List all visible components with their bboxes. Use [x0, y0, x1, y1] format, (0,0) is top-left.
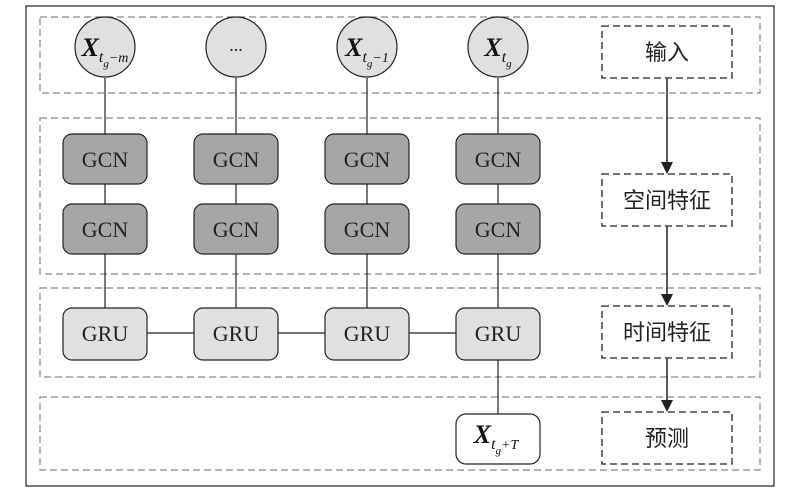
svg-text:Xtg−1: Xtg−1 [344, 33, 389, 70]
input-node-1 [74, 16, 136, 78]
gru-label: GRU [82, 321, 129, 346]
svg-text:Xtg+T: Xtg+T [473, 420, 520, 457]
svg-text:Xtg: Xtg [483, 33, 512, 70]
gru-node [193, 307, 279, 361]
stage-arrows [661, 78, 673, 412]
input-1-var: X [81, 33, 100, 62]
input-4-var: X [483, 33, 502, 62]
gcn-label: GCN [344, 217, 391, 242]
input-3-var: X [344, 33, 363, 62]
input-3-sub2: g [367, 58, 373, 70]
stage-label-input: 输入 [645, 41, 689, 66]
temporal-layer-band [39, 287, 761, 378]
input-node-3 [336, 16, 398, 78]
output-sub1: t [491, 436, 496, 453]
output-box [455, 413, 541, 465]
input-1-sub1: t [99, 49, 104, 66]
column-connectors [104, 78, 499, 415]
input-ellipsis-text: ... [229, 35, 243, 55]
stage-box-predict [601, 411, 733, 465]
gcn-node [324, 203, 410, 255]
stage-label-spatial: 空间特征 [623, 189, 711, 214]
input-4-sub1: t [502, 49, 507, 66]
gcn-row-2: GCN GCN GCN GCN [62, 203, 541, 255]
input-4-sub2: g [506, 58, 512, 70]
gru-node [62, 307, 148, 361]
gcn-label: GCN [82, 147, 129, 172]
input-layer-band [39, 16, 761, 94]
arrow-head-icon [661, 400, 673, 412]
input-node-4 [467, 16, 529, 78]
input-nodes: Xtg−m ... Xtg−1 Xtg [74, 16, 529, 78]
gru-node [455, 307, 541, 361]
gcn-node [324, 133, 410, 185]
gcn-label: GCN [344, 147, 391, 172]
gcn-node [62, 203, 148, 255]
output-node: Xtg+T [455, 413, 541, 465]
output-var: X [473, 420, 492, 449]
arrow-head-icon [661, 162, 673, 174]
gru-label: GRU [475, 321, 522, 346]
gru-node [324, 307, 410, 361]
gru-label: GRU [344, 321, 391, 346]
gcn-node [455, 203, 541, 255]
gcn-node [193, 203, 279, 255]
gcn-node [62, 133, 148, 185]
stage-column: 输入 空间特征 时间特征 预测 [601, 25, 733, 465]
arrow-head-icon [661, 294, 673, 306]
stage-box-temporal [601, 305, 733, 359]
gcn-label: GCN [475, 217, 522, 242]
input-3-suffix: −1 [372, 51, 388, 66]
gru-label: GRU [213, 321, 260, 346]
gcn-label: GCN [82, 217, 129, 242]
gcn-node [455, 133, 541, 185]
spatial-layer-band [39, 117, 761, 275]
gcn-label: GCN [475, 147, 522, 172]
gcn-row-1: GCN GCN GCN GCN [62, 133, 541, 185]
stage-label-temporal: 时间特征 [623, 321, 711, 346]
stage-label-predict: 预测 [645, 427, 689, 452]
output-suffix: +T [501, 438, 519, 453]
gru-row: GRU GRU GRU GRU [62, 307, 541, 361]
gcn-label: GCN [213, 217, 260, 242]
gcn-label: GCN [213, 147, 260, 172]
input-3-sub1: t [362, 49, 367, 66]
gcn-node [193, 133, 279, 185]
input-1-suffix: −m [109, 51, 129, 66]
stage-box-input [601, 25, 733, 79]
output-sub2: g [496, 445, 502, 457]
input-node-ellipsis [205, 16, 267, 78]
input-1-sub2: g [103, 58, 109, 70]
outer-frame [25, 5, 775, 487]
svg-text:Xtg−m: Xtg−m [81, 33, 129, 70]
